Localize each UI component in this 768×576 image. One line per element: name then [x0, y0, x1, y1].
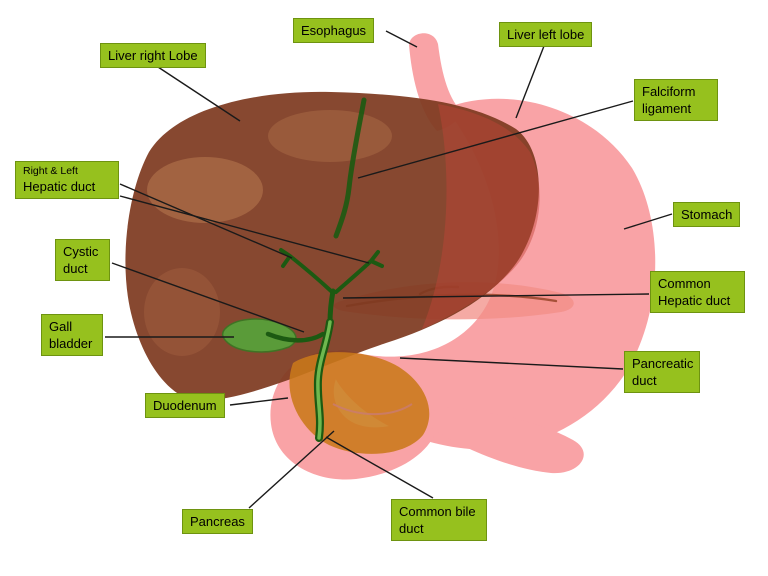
- leader-falciform-ligament: [357, 100, 634, 179]
- cystic-duct-line: [265, 331, 326, 343]
- leader-cystic-duct: [111, 262, 305, 333]
- leader-pancreatic-duct: [399, 357, 624, 370]
- leader-common-hepatic-duct: [342, 293, 650, 299]
- label-pancreatic-duct: Pancreatic duct: [624, 351, 700, 394]
- duodenum-fold-line: [332, 403, 413, 416]
- label-stomach: Stomach: [673, 202, 741, 228]
- liver-highlight: [144, 268, 220, 356]
- leader-lines: [105, 30, 673, 509]
- label-duodenum: Duodenum: [145, 393, 225, 419]
- right-hepatic-duct-line: [279, 248, 333, 293]
- leader-pancreas: [248, 430, 335, 509]
- liver-shape: [125, 91, 539, 401]
- leader-common-bile-duct: [325, 436, 434, 499]
- leader-liver-left-lobe: [515, 45, 545, 119]
- leader-duodenum: [229, 397, 289, 406]
- label-gall-bladder: Gall bladder: [41, 314, 103, 357]
- jejunum-shape: [428, 407, 584, 474]
- label-hepatic-ducts-line1: Right & Left: [23, 165, 78, 177]
- label-cystic-duct: Cystic duct: [55, 239, 110, 282]
- falciform-ligament-line: [333, 97, 367, 239]
- common-bile-duct-inner: [316, 320, 332, 440]
- leader-hepatic-duct-left: [119, 195, 370, 264]
- label-liver-left-lobe: Liver left lobe: [499, 22, 593, 48]
- stomach-shape: [330, 98, 656, 450]
- liver-highlight: [268, 110, 392, 162]
- label-common-bile-duct: Common bile duct: [391, 499, 487, 542]
- liver-left-lobe-tint: [422, 104, 540, 329]
- label-esophagus: Esophagus: [293, 18, 375, 44]
- liver-highlight: [147, 157, 263, 223]
- leader-liver-right-lobe: [157, 66, 241, 122]
- label-common-hepatic-duct: Common Hepatic duct: [650, 271, 745, 314]
- leader-esophagus: [385, 30, 418, 48]
- label-liver-right-lobe: Liver right Lobe: [100, 43, 206, 69]
- pancreas-shape: [289, 352, 430, 454]
- label-falciform-ligament: Falciform ligament: [634, 79, 718, 122]
- label-pancreas: Pancreas: [182, 509, 253, 535]
- label-hepatic-ducts-line2: Hepatic duct: [23, 179, 96, 195]
- left-hepatic-duct-line: [334, 250, 384, 294]
- gall-bladder-shape: [221, 318, 297, 353]
- label-hepatic-ducts: Right & Left Hepatic duct: [15, 161, 119, 200]
- leader-stomach: [623, 213, 673, 230]
- leader-hepatic-duct-right: [119, 183, 293, 259]
- bile-duct-tree: [265, 248, 384, 442]
